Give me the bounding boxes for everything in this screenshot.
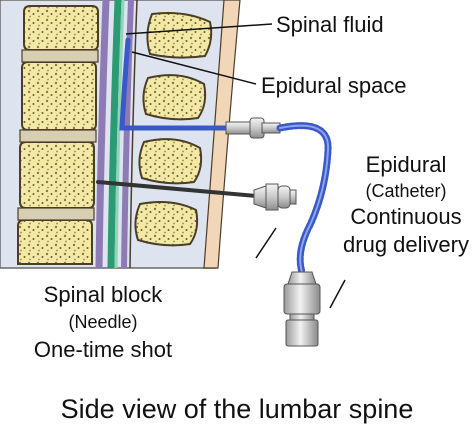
label-needle: (Needle) bbox=[68, 312, 137, 332]
label-one-time-shot: One-time shot bbox=[34, 337, 172, 362]
label-epidural-space: Epidural space bbox=[261, 73, 407, 98]
label-catheter: (Catheter) bbox=[365, 181, 446, 201]
catheter-connector bbox=[283, 271, 321, 347]
leader-lines bbox=[125, 23, 346, 309]
label-drug-delivery: drug delivery bbox=[343, 232, 469, 257]
catheter-in-canal bbox=[119, 37, 243, 131]
label-continuous: Continuous bbox=[350, 204, 461, 229]
spinous-processes bbox=[134, 12, 213, 247]
dura-outer bbox=[95, 0, 110, 269]
label-epidural: Epidural bbox=[366, 152, 447, 177]
intervertebral-discs bbox=[17, 49, 99, 221]
label-spinal-fluid: Spinal fluid bbox=[276, 12, 384, 37]
caption: Side view of the lumbar spine bbox=[61, 394, 414, 424]
spinal-fluid-inner bbox=[114, 0, 125, 269]
spinal-fluid-layer bbox=[107, 0, 122, 269]
epidural-needle-hub bbox=[225, 117, 281, 139]
spinal-needle-shaft bbox=[96, 180, 258, 198]
spinal-needle-hub bbox=[253, 183, 297, 211]
skin-tissue bbox=[203, 0, 241, 269]
label-spinal-block: Spinal block bbox=[44, 282, 164, 307]
